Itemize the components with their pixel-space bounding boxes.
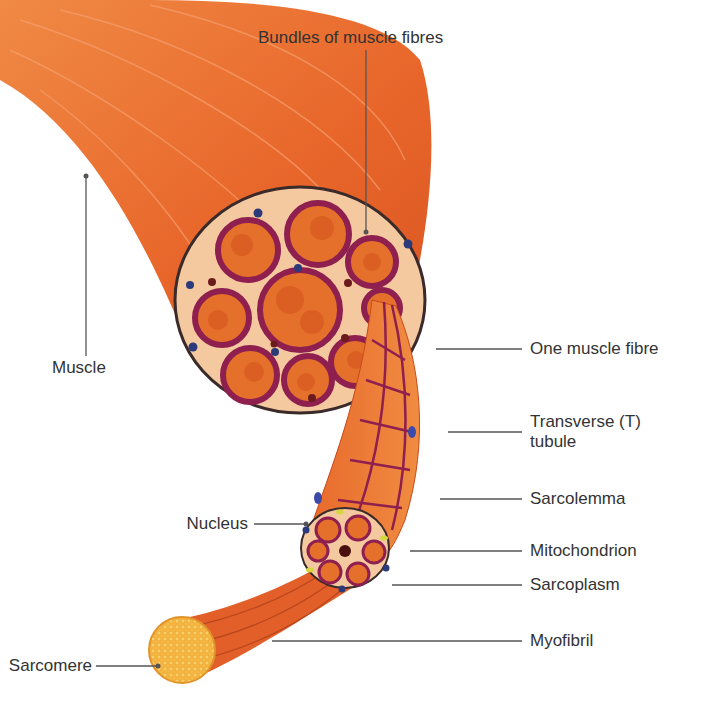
part-label: Nucleus — [187, 514, 248, 534]
leader-dots — [84, 174, 369, 669]
part-label: Transverse (T) tubule — [530, 412, 670, 452]
t-tubules — [338, 302, 412, 535]
part-label: Sarcoplasm — [530, 575, 620, 595]
muscle-fibre — [310, 300, 420, 570]
fibre-cross-section — [301, 508, 389, 588]
sarcomere-section — [149, 617, 215, 683]
fibre-nucleus — [314, 492, 322, 504]
fibre-nucleus — [408, 426, 416, 438]
nucleus — [339, 545, 351, 557]
myofibril-sections — [308, 516, 385, 585]
part-label: One muscle fibre — [530, 339, 659, 359]
part-label: Muscle — [52, 358, 106, 378]
mitochondria — [303, 510, 390, 593]
part-label: Mitochondrion — [530, 541, 637, 561]
fascicle-texture — [208, 216, 381, 391]
part-label: Bundles of muscle fibres — [258, 28, 443, 48]
part-label: Sarcomere — [9, 656, 92, 676]
part-label: Myofibril — [530, 631, 593, 651]
part-label: Sarcolemma — [530, 489, 625, 509]
leader-lines — [86, 50, 522, 666]
muscle-body — [0, 0, 431, 350]
